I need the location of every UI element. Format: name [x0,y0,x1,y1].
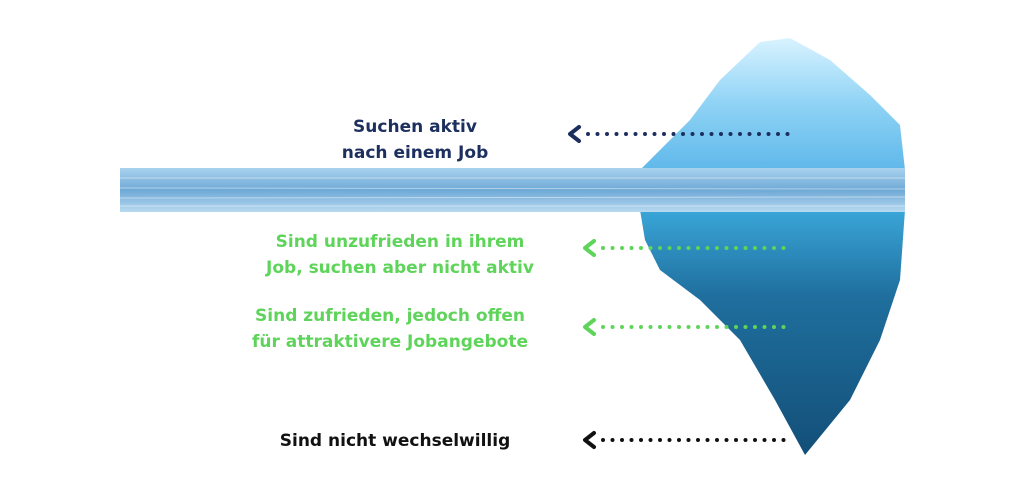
label-open-to-offers: Sind zufrieden, jedoch offen für attrakti… [210,303,570,355]
dotted-arrow-left-icon [583,431,792,449]
water-surface [120,168,905,212]
arrowhead [568,125,581,143]
label-line: Sind unzufrieden in ihrem [275,232,525,252]
label-line: nach einem Job [341,143,489,163]
label-line: Job, suchen aber nicht aktiv [266,258,534,278]
arrowhead [583,431,596,449]
iceberg-underwater [640,210,905,455]
dotted-arrow-left-icon [568,125,792,143]
label-not-willing: Sind nicht wechselwillig [215,428,575,454]
label-line: für attraktivere Jobangebote [251,332,529,352]
dotted-arrow-left-icon [583,318,792,336]
iceberg-tip [640,38,905,170]
label-line: Sind nicht wechselwillig [279,431,511,451]
arrowhead [583,239,596,257]
label-active-seekers: Suchen aktiv nach einem Job [235,114,595,166]
label-line: Sind zufrieden, jedoch offen [255,306,525,326]
dotted-arrow-left-icon [583,239,792,257]
label-line: Suchen aktiv [353,117,477,137]
arrowhead [583,318,596,336]
